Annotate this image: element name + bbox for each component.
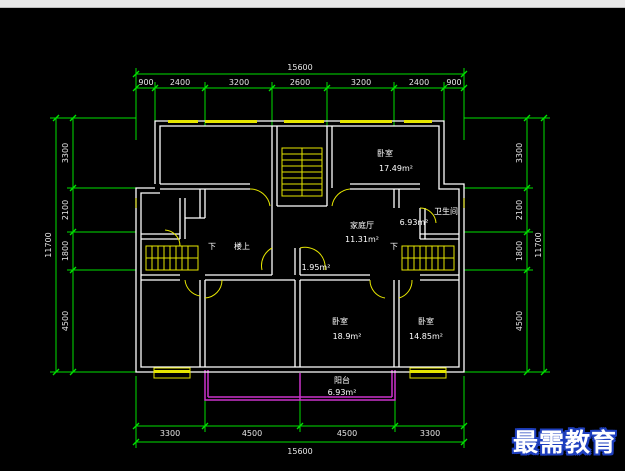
dim-top-1: 900 [138, 78, 153, 87]
dim-bottom-1: 3300 [160, 429, 180, 438]
room-name-bedroom-top-right: 卧室 [377, 148, 393, 158]
brand-watermark: 最需教育 [512, 428, 617, 457]
dim-left-2: 2100 [61, 200, 70, 220]
dim-bottom-2: 4500 [242, 429, 262, 438]
stair-label-left-up: 楼上 [234, 241, 250, 251]
dim-right-3: 1800 [515, 241, 524, 261]
room-area-hall: 1.95m² [302, 263, 331, 272]
stairs [145, 147, 455, 271]
room-name-balcony: 阳台 [334, 375, 350, 385]
dim-top-5: 3200 [351, 78, 371, 87]
dimension-labels: 15600 900 2400 3200 2600 3200 2400 900 3… [44, 63, 543, 456]
room-name-living-room: 家庭厅 [350, 220, 374, 230]
dim-right-4: 4500 [515, 311, 524, 331]
dim-bottom-3: 4500 [337, 429, 357, 438]
door-swings [164, 188, 437, 299]
dim-left-3: 1800 [61, 241, 70, 261]
windows [154, 120, 446, 373]
dim-right-1: 3300 [515, 143, 524, 163]
room-area-living-room: 11.31m² [345, 235, 379, 244]
dim-right-total: 11700 [534, 232, 543, 257]
dim-left-total: 11700 [44, 232, 53, 257]
room-area-bedroom-bottom-right: 14.85m² [409, 332, 443, 341]
floor-plan-drawing: 15600 900 2400 3200 2600 3200 2400 900 3… [44, 63, 550, 456]
dim-left-1: 3300 [61, 143, 70, 163]
room-area-bedroom-bottom-mid: 18.9m² [333, 332, 362, 341]
room-name-bedroom-bottom-mid: 卧室 [332, 316, 348, 326]
dim-bottom-total: 15600 [287, 447, 312, 456]
dim-bottom-4: 3300 [420, 429, 440, 438]
room-area-bedroom-top-right: 17.49m² [379, 164, 413, 173]
dim-top-4: 2600 [290, 78, 310, 87]
dim-left-4: 4500 [61, 311, 70, 331]
room-name-bathroom: 卫生间 [434, 206, 458, 216]
dim-top-7: 900 [446, 78, 461, 87]
balcony-outline [204, 370, 396, 401]
window-frames [135, 198, 465, 379]
room-area-bathroom: 6.93m² [400, 218, 429, 227]
dim-top-6: 2400 [409, 78, 429, 87]
dim-top-2: 2400 [170, 78, 190, 87]
dimension-ticks [52, 70, 548, 446]
room-name-bedroom-bottom-right: 卧室 [418, 316, 434, 326]
stair-label-left-down: 下 [208, 242, 216, 251]
dim-top-3: 3200 [229, 78, 249, 87]
dim-right-2: 2100 [515, 200, 524, 220]
room-area-balcony: 6.93m² [328, 388, 357, 397]
stair-label-right-down: 下 [390, 242, 398, 251]
window-top-strip [0, 0, 625, 8]
room-labels: 卧室 17.49m² 卫生间 6.93m² 家庭厅 11.31m² 下 楼上 下… [208, 148, 458, 397]
dim-top-total: 15600 [287, 63, 312, 72]
